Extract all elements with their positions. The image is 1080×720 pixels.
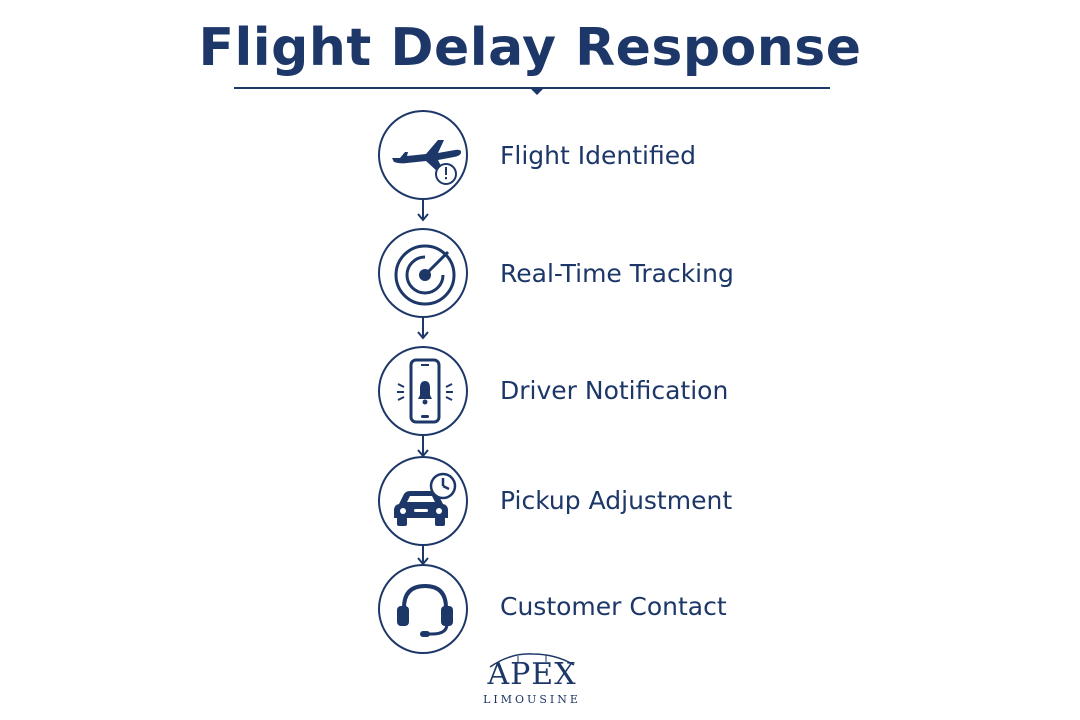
phone-notification-icon xyxy=(397,358,453,424)
step-3-circle xyxy=(378,346,468,436)
logo-subtitle: LIMOUSINE xyxy=(483,693,581,706)
step-3-label: Driver Notification xyxy=(500,376,729,405)
step-1-circle xyxy=(378,110,468,200)
airplane-alert-icon xyxy=(392,140,462,185)
title-underline-notch xyxy=(530,88,544,95)
step-5-circle xyxy=(378,564,468,654)
step-2-label: Real-Time Tracking xyxy=(500,259,734,288)
step-2-circle xyxy=(378,228,468,318)
radar-icon xyxy=(394,244,456,306)
apex-limousine-logo: APEX LIMOUSINE xyxy=(470,650,600,712)
step-4-circle xyxy=(378,456,468,546)
step-5-label: Customer Contact xyxy=(500,592,727,621)
car-clock-icon xyxy=(394,472,457,526)
step-arrow-2 xyxy=(417,318,429,340)
logo-car-arc-icon xyxy=(489,653,575,668)
step-4-label: Pickup Adjustment xyxy=(500,486,733,515)
step-arrow-1 xyxy=(417,200,429,222)
logo-name: APEX xyxy=(487,657,577,692)
page-title: Flight Delay Response xyxy=(198,18,862,78)
step-1-label: Flight Identified xyxy=(500,141,696,170)
headset-icon xyxy=(397,583,453,637)
